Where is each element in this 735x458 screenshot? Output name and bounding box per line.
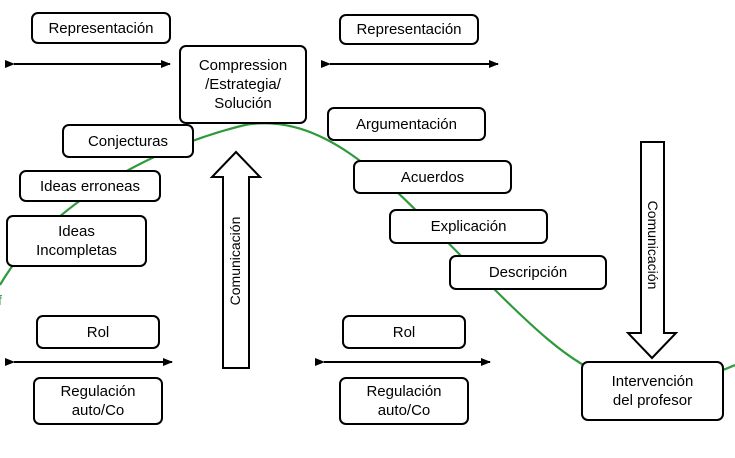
comunicacion-down-label: Comunicación [645, 200, 661, 290]
intervencion-box: Intervención del profesor [581, 361, 724, 421]
compression-box: Compression /Estrategia/ Solución [179, 45, 307, 124]
representacion-box-left: Representación [31, 12, 171, 44]
rol-box-right: Rol [342, 315, 466, 349]
edge-fragment-text: f [0, 292, 2, 308]
block-arrow-up [209, 150, 263, 369]
conjecturas-box: Conjecturas [62, 124, 194, 158]
descripcion-box: Descripción [449, 255, 607, 290]
rol-box-left: Rol [36, 315, 160, 349]
argumentacion-box: Argumentación [327, 107, 486, 141]
comunicacion-up-label: Comunicación [227, 216, 243, 306]
regulacion-box-right: Regulación auto/Co [339, 377, 469, 425]
block-arrow-down [625, 141, 679, 360]
ideas-erroneas-box: Ideas erroneas [19, 170, 161, 202]
regulacion-box-left: Regulación auto/Co [33, 377, 163, 425]
ideas-incompletas-box: Ideas Incompletas [6, 215, 147, 267]
explicacion-box: Explicación [389, 209, 548, 244]
representacion-box-right: Representación [339, 14, 479, 45]
acuerdos-box: Acuerdos [353, 160, 512, 194]
